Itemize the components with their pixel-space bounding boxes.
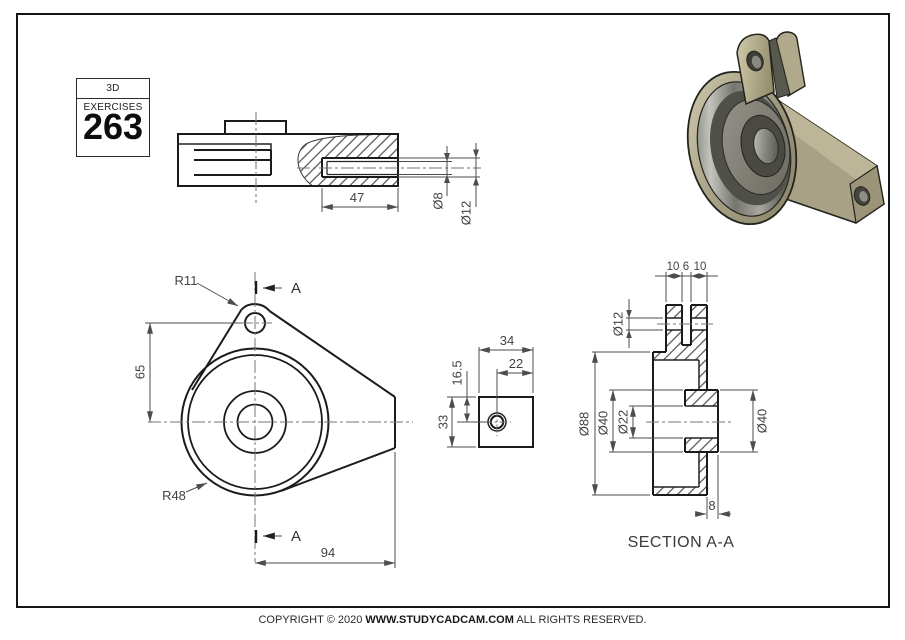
- fork-slot-3d: [768, 37, 791, 99]
- top-view-extension-lines: [321, 157, 480, 212]
- section-title: SECTION A-A: [628, 534, 735, 551]
- dim-94: 94: [321, 545, 335, 560]
- dim-r11: R11: [175, 273, 198, 288]
- ext-8: [706, 455, 719, 519]
- top-view-centerlines: [255, 112, 481, 203]
- dim-34: 34: [500, 333, 514, 348]
- front-view: 65 94 R11 R48 A A: [132, 272, 413, 568]
- dim-16-5: 16.5: [449, 360, 464, 385]
- ext-d12: [626, 317, 663, 331]
- dim-47: 47: [350, 190, 364, 205]
- ext-d22: [629, 405, 683, 439]
- top-view: 47 Ø8 Ø12: [177, 112, 481, 226]
- sd12-arrows: [626, 310, 632, 338]
- section-outline: [652, 304, 719, 496]
- leader-r48: [185, 482, 208, 493]
- copyright-footer: COPYRIGHT © 2020 WWW.STUDYCADCAM.COM ALL…: [0, 614, 905, 626]
- side-view: 34 22 16.5 33: [435, 333, 534, 448]
- top-view-slots: [194, 149, 272, 176]
- section-label-bottom: A: [291, 528, 301, 545]
- lug-arc-r11: [240, 303, 271, 312]
- dim-65: 65: [132, 365, 147, 379]
- render-3d: [686, 31, 885, 226]
- dim-d22: Ø22: [615, 410, 630, 435]
- dim-d40-left: Ø40: [595, 411, 610, 436]
- fork-back-prong-3d: [775, 31, 806, 98]
- copyright-suffix: ALL RIGHTS RESERVED.: [513, 614, 647, 626]
- sheet-border: [16, 13, 890, 608]
- lug-top-face-3d: [764, 95, 877, 181]
- section-centerlines: [646, 323, 731, 423]
- dim-sd12: Ø12: [610, 312, 625, 337]
- exercise-box: 3D EXERCISES 263: [76, 78, 150, 157]
- leader-r11: [196, 282, 239, 307]
- ext-chain: [665, 272, 708, 302]
- boss-hole-3d: [753, 127, 779, 165]
- front-view-centerlines: [148, 272, 413, 562]
- exercise-box-label: 3D EXERCISES: [77, 79, 149, 113]
- dim-22: 22: [509, 356, 523, 371]
- dim-r48: R48: [162, 488, 186, 503]
- dim-d12: Ø12: [458, 201, 473, 226]
- dim-d8-arrows: [444, 153, 450, 183]
- dim-8: 8: [708, 498, 715, 513]
- section-label-top: A: [291, 280, 301, 297]
- break-line: [297, 134, 373, 186]
- ext-d88: [592, 351, 650, 496]
- dim-d88: Ø88: [576, 412, 591, 437]
- exercise-number: 263: [82, 106, 144, 147]
- dim-d8: Ø8: [430, 192, 445, 209]
- fork-hole-inner-3d: [751, 55, 762, 69]
- section-view: 10 6 10 Ø12 Ø88 Ø40 Ø22 Ø40: [576, 261, 769, 551]
- dim-33: 33: [435, 415, 450, 429]
- side-view-outline: [478, 396, 534, 448]
- section-inner-lines: [653, 317, 718, 488]
- gusset-lines: [191, 308, 396, 492]
- dim-10-right: 10: [694, 261, 707, 273]
- ext-d40r: [720, 389, 758, 453]
- copyright-prefix: COPYRIGHT © 2020: [258, 614, 366, 626]
- lug-hole-inner-3d: [859, 191, 868, 202]
- copyright-site: WWW.STUDYCADCAM.COM: [365, 614, 514, 626]
- dim-6: 6: [683, 261, 689, 273]
- ext-d40l: [609, 389, 683, 453]
- chain-arrows: [666, 273, 707, 279]
- top-view-outline: [177, 133, 399, 187]
- dim-10-left: 10: [667, 261, 680, 273]
- dim-d12-arrows: [473, 149, 479, 186]
- dim-d40-right: Ø40: [754, 409, 769, 434]
- broken-section-hatch: [297, 134, 398, 186]
- dim-16-5-arrows: [464, 397, 470, 422]
- top-view-step: [178, 143, 272, 150]
